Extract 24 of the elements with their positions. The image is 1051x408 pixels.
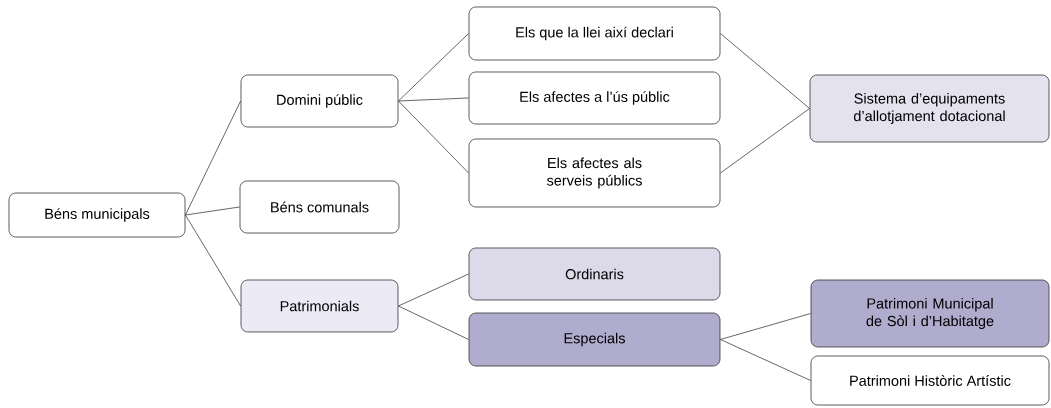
process-box: Sistema d’equipaments d’allotjament dotacional: [809, 74, 1050, 143]
connector-line: [398, 33, 469, 102]
process-box: Els afectes a l’ús públic: [468, 71, 721, 125]
process-box: Patrimonials: [240, 279, 399, 333]
connector-line: [398, 97, 469, 102]
connector-line: [720, 33, 810, 109]
connector-line: [185, 214, 241, 307]
connector-line: [398, 273, 469, 307]
connector-line: [720, 108, 810, 174]
connector-line: [185, 100, 241, 216]
connector-line: [720, 313, 811, 340]
process-box: Patrimoni Històric Artístic: [810, 355, 1050, 406]
process-box: Els afectes als serveis públics: [468, 138, 721, 208]
connector-line: [398, 305, 469, 340]
connector-line: [720, 339, 811, 381]
process-box: Domini públic: [240, 74, 399, 128]
process-box: Especials: [468, 312, 721, 367]
process-box: Béns municipals: [8, 192, 186, 238]
process-box: Els que la llei així declari: [468, 6, 721, 61]
process-box: Patrimoni Municipal de Sòl i d’Habitatge: [810, 279, 1050, 348]
connector-line: [185, 206, 240, 216]
process-box: Béns comunals: [239, 180, 400, 234]
connector-line: [398, 100, 469, 174]
process-box: Ordinaris: [468, 247, 721, 301]
